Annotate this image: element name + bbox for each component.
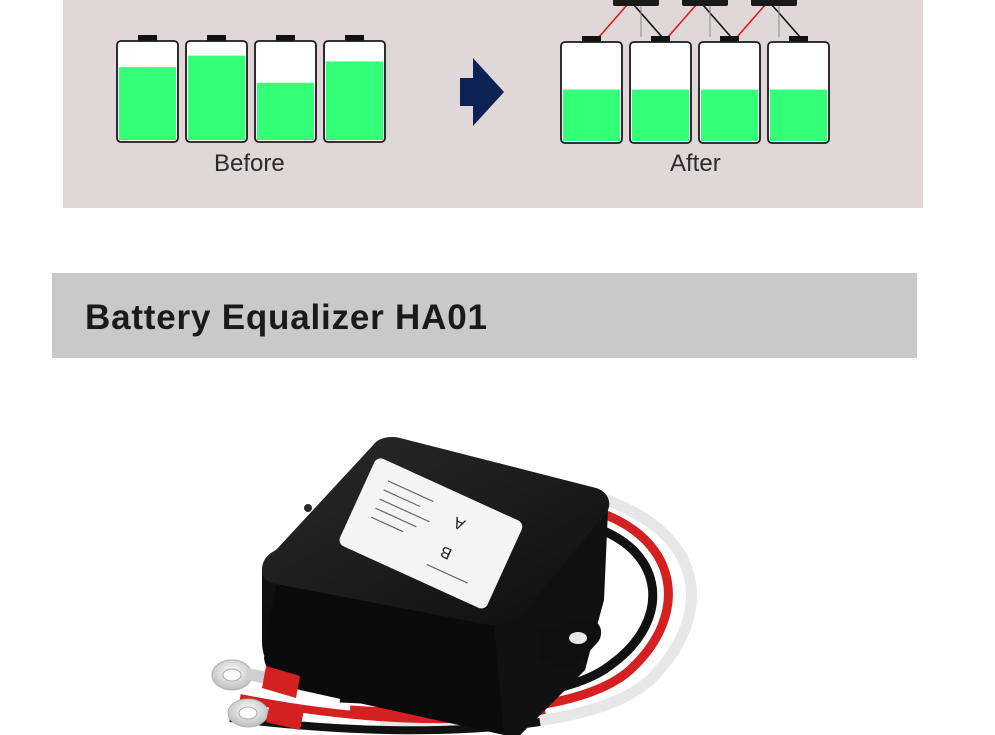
after-battery-1	[560, 36, 623, 144]
mounting-tab	[540, 619, 602, 670]
after-batteries	[560, 36, 830, 144]
before-label: Before	[214, 150, 285, 177]
after-battery-3	[698, 36, 761, 144]
battery-charge-fill	[632, 89, 689, 141]
battery-terminal	[720, 36, 739, 43]
balancing-diagram	[116, 0, 830, 144]
battery-terminal	[207, 35, 226, 42]
equalizer-module-icon	[682, 0, 728, 6]
battery-charge-fill	[701, 89, 758, 141]
balancing-diagram-panel: Before After	[63, 0, 923, 208]
screw-hole	[304, 504, 312, 512]
battery-outline	[560, 41, 623, 144]
battery-outline	[254, 40, 317, 143]
battery-outline	[323, 40, 386, 143]
after-label: After	[670, 150, 721, 177]
ring-terminals	[211, 659, 304, 730]
battery-charge-fill	[257, 82, 314, 140]
battery-terminal	[138, 35, 157, 42]
product-photo: A B	[211, 437, 697, 735]
battery-charge-fill	[326, 61, 383, 140]
equalizer-module-icon	[751, 0, 797, 6]
direction-arrow-icon	[460, 58, 504, 126]
battery-terminal	[276, 35, 295, 42]
battery-terminal	[582, 36, 601, 43]
wire-negative	[702, 4, 732, 38]
battery-outline	[185, 40, 248, 143]
mounting-hole	[569, 632, 587, 644]
battery-charge-fill	[770, 89, 827, 141]
battery-outline	[116, 40, 179, 143]
product-sticker: A B	[339, 458, 523, 609]
battery-outline	[767, 41, 830, 144]
wire-positive	[667, 4, 697, 38]
battery-outline	[629, 41, 692, 144]
after-battery-2	[629, 36, 692, 144]
battery-terminal	[789, 36, 808, 43]
title-bar: Battery Equalizer HA01	[52, 273, 917, 358]
battery-outline	[698, 41, 761, 144]
battery-terminal	[651, 36, 670, 43]
equalizer-wiring	[598, 0, 801, 38]
battery-charge-fill	[188, 55, 245, 140]
battery-charge-fill	[563, 89, 620, 141]
wire-positive	[736, 4, 766, 38]
before-battery-3	[254, 35, 317, 143]
before-battery-2	[185, 35, 248, 143]
after-battery-4	[767, 36, 830, 144]
battery-terminal	[345, 35, 364, 42]
equalizer-module-icon	[613, 0, 659, 6]
battery-charge-fill	[119, 67, 176, 140]
wire-negative	[633, 4, 663, 38]
before-battery-1	[116, 35, 179, 143]
wire-negative	[771, 4, 801, 38]
before-battery-4	[323, 35, 386, 143]
page-title: Battery Equalizer HA01	[85, 298, 488, 337]
wire-positive	[598, 4, 628, 38]
before-batteries	[116, 35, 386, 143]
